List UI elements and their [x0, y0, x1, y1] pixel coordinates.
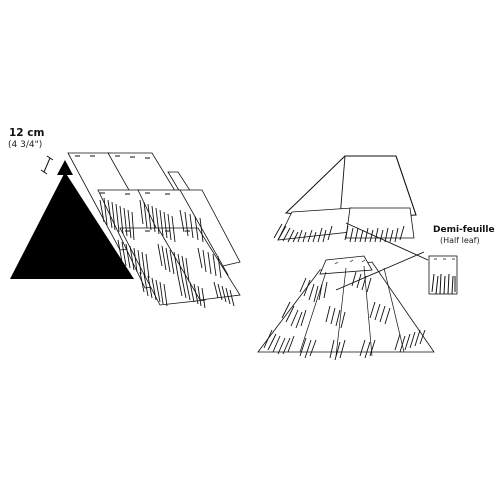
half-leaf-label-fr: Demi-feuille: [433, 225, 495, 235]
lower-fringe: [263, 271, 426, 361]
gable-triangle: [10, 172, 134, 279]
half-leaf-label-en: (Half leaf): [440, 236, 480, 245]
half-leaf-piece: [428, 255, 458, 295]
lower-leaf-stack: [257, 255, 435, 353]
apex-cap: [57, 160, 73, 175]
height-metric-label: 12 cm: [9, 127, 45, 139]
callout-lines: [335, 222, 429, 291]
measure-bracket: [40, 155, 54, 175]
rail-marks-left: [75, 155, 190, 232]
left-figure: [10, 152, 241, 309]
thatch-fringe-left: [99, 197, 235, 309]
stack-seams: [299, 259, 405, 357]
height-imperial-label: (4 3/4"): [8, 140, 43, 150]
right-figure: [257, 155, 458, 361]
upper-fringe: [273, 223, 405, 243]
